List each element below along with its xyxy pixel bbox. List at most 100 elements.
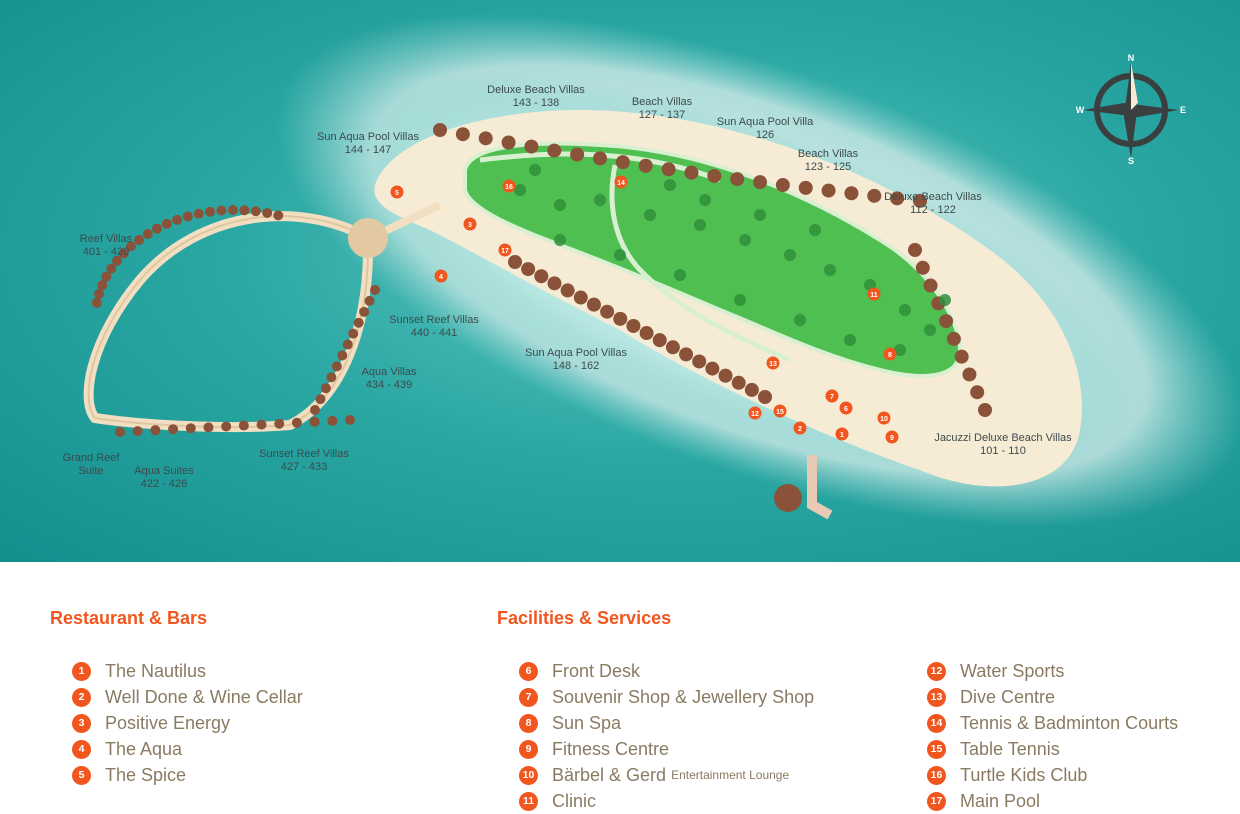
facility-pin[interactable]: 17 <box>498 243 512 257</box>
legend-item-label: Turtle Kids Club <box>960 764 1088 785</box>
compass: N S W E <box>1076 53 1186 166</box>
pin-dot <box>877 411 891 425</box>
pin-number: 10 <box>880 416 888 423</box>
number-badge: 2 <box>72 687 91 707</box>
number-badge: 3 <box>72 713 91 733</box>
pin-dot <box>883 347 897 361</box>
pin-dot <box>885 430 899 444</box>
villa-roof <box>193 208 204 219</box>
facilities-heading: Facilities & Services <box>497 608 672 628</box>
number-badge: 15 <box>927 739 946 759</box>
villa-roof <box>185 423 196 434</box>
villa-roof <box>93 288 104 299</box>
villa-roof <box>359 306 370 317</box>
facility-pin[interactable]: 1 <box>835 427 849 441</box>
number-badge: 14 <box>927 713 946 733</box>
number-badge: 12 <box>927 661 946 681</box>
villa-roof <box>661 162 676 177</box>
facility-pin[interactable]: 8 <box>883 347 897 361</box>
facility-pin[interactable]: 10 <box>877 411 891 425</box>
palm-tree <box>734 294 746 306</box>
facility-pin[interactable]: 3 <box>463 217 477 231</box>
facility-pin[interactable]: 12 <box>748 406 762 420</box>
facility-pin[interactable]: 9 <box>885 430 899 444</box>
legend-item-sublabel: Entertainment Lounge <box>671 768 790 782</box>
facility-pin[interactable]: 14 <box>614 175 628 189</box>
villa-roof <box>101 271 112 282</box>
villa-roof <box>534 269 549 284</box>
villa-roof <box>970 385 985 400</box>
villa-roof <box>775 178 790 193</box>
facility-pin[interactable]: 13 <box>766 356 780 370</box>
number-badge: 17 <box>927 791 946 811</box>
facility-pin[interactable]: 4 <box>434 269 448 283</box>
facility-pin[interactable]: 2 <box>793 421 807 435</box>
villa-roof <box>844 186 859 201</box>
legend-item-label: Clinic <box>552 790 597 811</box>
number-badge: 7 <box>519 687 538 707</box>
pin-dot <box>835 427 849 441</box>
compass-n: N <box>1128 53 1135 63</box>
pin-number: 17 <box>501 248 509 255</box>
facility-pin[interactable]: 7 <box>825 389 839 403</box>
facility-pin[interactable]: 5 <box>390 185 404 199</box>
villa-roof <box>262 207 273 218</box>
pin-number: 5 <box>395 190 399 197</box>
villa-roof <box>652 333 667 348</box>
villa-roof <box>547 276 562 291</box>
pin-dot <box>502 179 516 193</box>
pin-dot <box>434 269 448 283</box>
number-badge: 11 <box>519 791 538 811</box>
villa-roof <box>915 260 930 275</box>
villa-roof <box>348 328 359 339</box>
pin-dot <box>839 401 853 415</box>
facility-pin[interactable]: 11 <box>867 287 881 301</box>
villa-roof <box>134 234 145 245</box>
pin-number: 12 <box>751 411 759 418</box>
number-badge: 6 <box>519 661 538 681</box>
pin-number: 14 <box>617 180 625 187</box>
palm-tree <box>514 184 526 196</box>
legend-item-label: The Spice <box>105 764 187 785</box>
number-badge: 9 <box>519 739 538 759</box>
legend-item-label: The Aqua <box>105 738 183 759</box>
villa-roof <box>227 205 238 216</box>
pin-dot <box>748 406 762 420</box>
facility-pin[interactable]: 6 <box>839 401 853 415</box>
pin-dot <box>463 217 477 231</box>
legend-item-label: Bärbel & Gerd <box>552 764 667 785</box>
villa-roof <box>161 218 172 229</box>
arrival-pavilion <box>774 484 802 512</box>
villa-roof <box>946 331 961 346</box>
palm-tree <box>594 194 606 206</box>
facility-pin[interactable]: 16 <box>502 179 516 193</box>
compass-s: S <box>1128 156 1134 166</box>
villa-roof <box>455 127 470 142</box>
villa-roof <box>798 180 813 195</box>
facility-pin[interactable]: 15 <box>773 404 787 418</box>
pin-number: 1 <box>840 432 844 439</box>
palm-tree <box>794 314 806 326</box>
palm-tree <box>614 249 626 261</box>
villa-roof <box>142 228 153 239</box>
palm-tree <box>924 324 936 336</box>
number-badge: 10 <box>519 765 538 785</box>
villa-roof <box>291 417 302 428</box>
villa-roof <box>238 420 249 431</box>
villa-roof <box>867 188 882 203</box>
villa-roof <box>273 210 284 221</box>
pin-dot <box>614 175 628 189</box>
pin-dot <box>867 287 881 301</box>
island-interior <box>463 141 963 378</box>
palm-tree <box>644 209 656 221</box>
restaurants-heading: Restaurant & Bars <box>50 608 208 628</box>
